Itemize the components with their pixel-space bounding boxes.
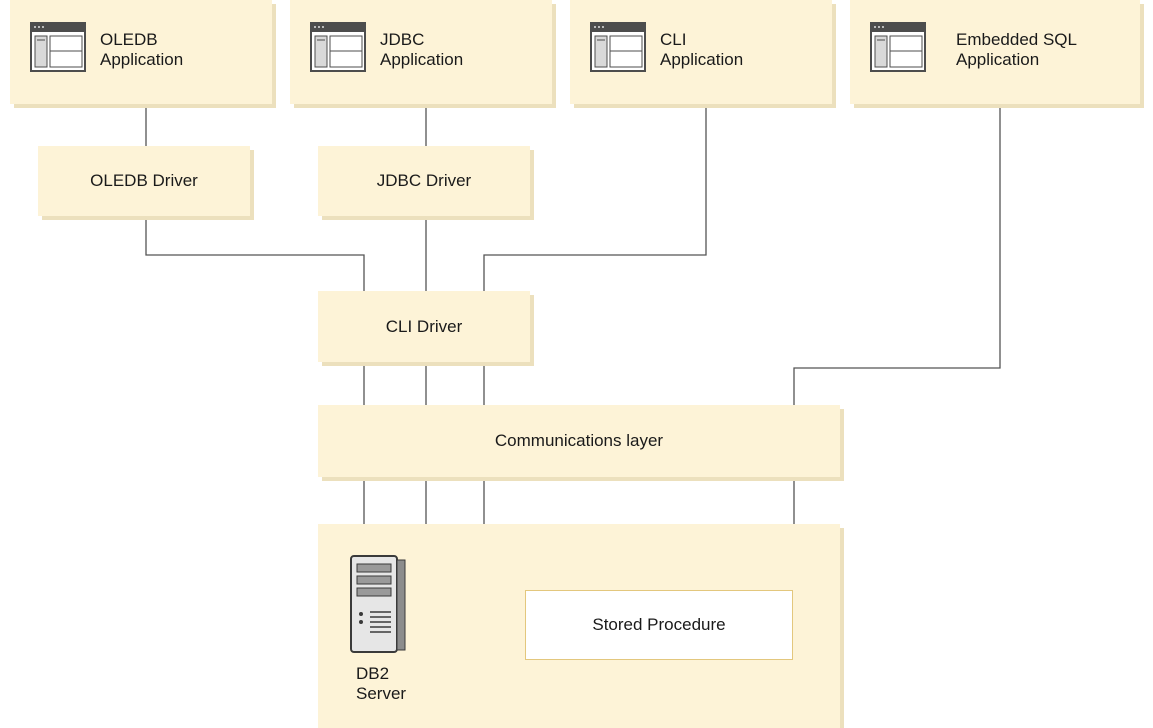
- db2-server-line2: Server: [356, 684, 407, 703]
- cli-driver-label: CLI Driver: [385, 316, 463, 336]
- oledb-driver-label: OLEDB Driver: [90, 171, 198, 190]
- embedded-sql-application-label: Embedded SQL Application: [956, 30, 1077, 70]
- connector-embedded-app-to-comm: [793, 104, 1001, 405]
- connector-cli-app-to-cli-driver: [483, 104, 707, 291]
- oledb-application-box: OLEDB Application: [10, 0, 272, 104]
- oledb-application-line1: OLEDB: [100, 30, 158, 49]
- oledb-application-line2: Application: [100, 50, 184, 69]
- cli-driver-box: CLI Driver: [318, 291, 530, 362]
- communications-layer-label: Communications layer: [494, 431, 664, 450]
- cli-application-box: CLI Application: [570, 0, 832, 104]
- db2-server-label: DB2 Server: [356, 664, 406, 704]
- cli-application-line2: Application: [660, 50, 744, 69]
- embedded-sql-application-line2: Application: [956, 50, 1040, 69]
- stored-procedure-box: Stored Procedure: [525, 590, 793, 660]
- application-window-icon: [870, 22, 926, 72]
- connector-oledb-driver-to-cli-driver: [145, 216, 365, 291]
- jdbc-application-box: JDBC Application: [290, 0, 552, 104]
- jdbc-driver-box: JDBC Driver: [318, 146, 530, 216]
- jdbc-application-line2: Application: [380, 50, 464, 69]
- communications-layer-box: Communications layer: [318, 405, 840, 477]
- server-tower-icon: [350, 555, 406, 653]
- embedded-sql-application-box: Embedded SQL Application: [850, 0, 1140, 104]
- oledb-application-label: OLEDB Application: [100, 30, 183, 70]
- stored-procedure-label: Stored Procedure: [592, 615, 726, 634]
- jdbc-driver-label: JDBC Driver: [376, 171, 472, 190]
- db2-server-box: DB2 Server Stored Procedure: [318, 524, 840, 728]
- cli-application-line1: CLI: [660, 30, 687, 49]
- db2-server-line1: DB2: [356, 664, 390, 683]
- cli-application-label: CLI Application: [660, 30, 743, 70]
- application-window-icon: [30, 22, 86, 72]
- application-window-icon: [310, 22, 366, 72]
- jdbc-application-line1: JDBC: [380, 30, 425, 49]
- oledb-driver-box: OLEDB Driver: [38, 146, 250, 216]
- application-window-icon: [590, 22, 646, 72]
- jdbc-application-label: JDBC Application: [380, 30, 463, 70]
- embedded-sql-application-line1: Embedded SQL: [956, 30, 1077, 49]
